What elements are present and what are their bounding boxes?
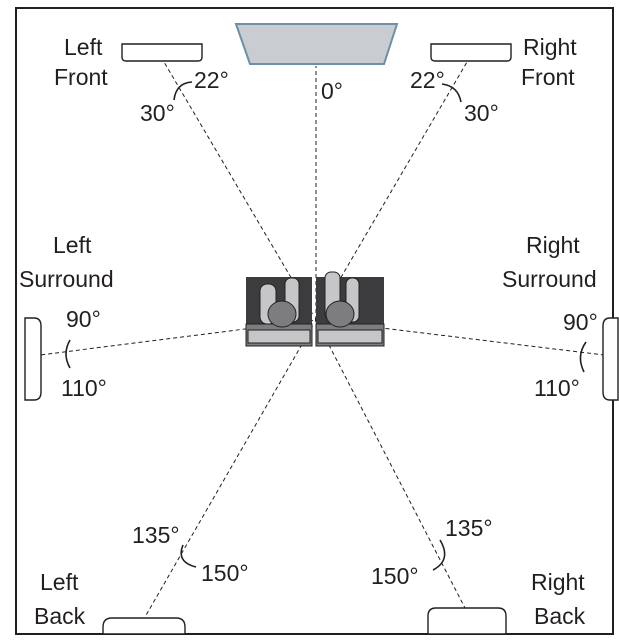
seat-front-left <box>247 329 311 344</box>
arc-left-back <box>180 544 197 568</box>
speaker-right-back <box>427 607 507 635</box>
label-right-surround-2: Surround <box>502 266 597 292</box>
screen-icon <box>234 23 399 65</box>
listener-seats-icon <box>245 271 385 347</box>
seat-head-left <box>267 300 297 328</box>
angle-right-back-outer: 150° <box>371 563 419 589</box>
speaker-right-front <box>430 43 512 62</box>
angle-labels: 0° 22° 30° 22° 30° 90° 110° 90° 110° 135… <box>61 67 598 589</box>
seat-front-right <box>317 329 383 344</box>
angle-right-back-inner: 135° <box>445 515 493 541</box>
angle-left-back-outer: 150° <box>201 560 249 586</box>
seat-head-right <box>325 300 355 328</box>
label-right-surround-1: Right <box>526 232 580 258</box>
angle-right-surround-outer: 110° <box>534 375 580 401</box>
arc-right-front <box>441 83 462 103</box>
label-left-surround-1: Left <box>53 232 92 258</box>
speaker-labels: Left Front Right Front Left Surround Rig… <box>19 34 597 629</box>
angle-left-front-outer: 30° <box>140 100 175 126</box>
label-left-back-1: Left <box>40 569 79 595</box>
label-left-front-2: Front <box>54 64 108 90</box>
arc-left-front <box>173 81 193 101</box>
angle-arcs <box>65 81 587 571</box>
angle-left-front-inner: 22° <box>194 67 229 93</box>
label-right-front-1: Right <box>523 34 577 60</box>
label-right-back-1: Right <box>531 569 585 595</box>
speakers <box>24 43 619 635</box>
label-left-front-1: Left <box>64 34 103 60</box>
angle-left-surround-inner: 90° <box>66 306 101 332</box>
label-right-front-2: Front <box>521 64 575 90</box>
guide-left-back <box>144 319 317 618</box>
angle-center: 0° <box>321 78 343 104</box>
speaker-left-surround <box>24 317 42 401</box>
guide-left-surround <box>39 319 317 356</box>
guide-right-surround <box>315 319 605 356</box>
guide-right-back <box>315 319 466 609</box>
angle-left-back-inner: 135° <box>132 522 180 548</box>
label-left-back-2: Back <box>34 603 86 629</box>
angle-right-front-inner: 22° <box>410 67 445 93</box>
arc-right-back <box>432 539 446 571</box>
angle-left-surround-outer: 110° <box>61 375 107 401</box>
arc-right-surround <box>579 341 587 373</box>
arc-left-surround <box>65 339 71 369</box>
label-right-back-2: Back <box>534 603 586 629</box>
speaker-left-back <box>102 617 186 635</box>
speaker-left-front <box>121 43 203 62</box>
label-left-surround-2: Surround <box>19 266 114 292</box>
angle-right-front-outer: 30° <box>464 100 499 126</box>
speaker-right-surround <box>602 317 619 401</box>
angle-right-surround-inner: 90° <box>563 309 598 335</box>
